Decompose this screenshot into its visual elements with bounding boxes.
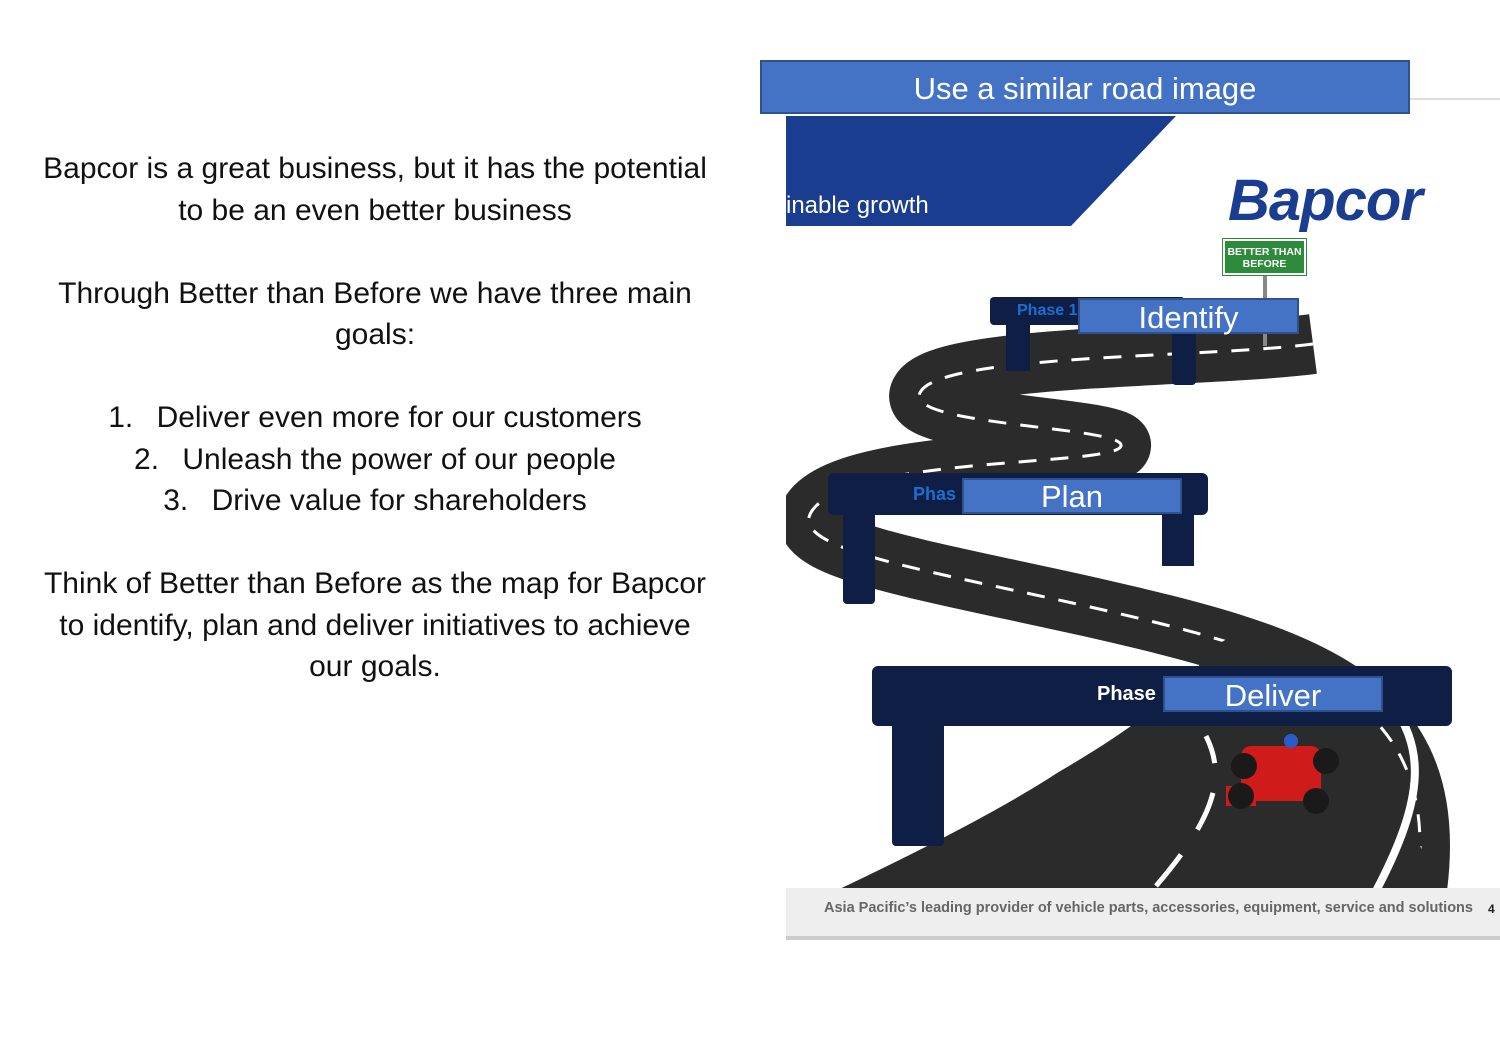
header-banner <box>786 116 1176 226</box>
sign-line-1: BETTER THAN <box>1227 246 1302 258</box>
goal-item: 1. Deliver even more for our customers <box>20 397 730 439</box>
bapcor-logo: Bapcor <box>1228 168 1423 233</box>
intro-line-2: to be an even better business <box>178 193 572 227</box>
goal-item: 2. Unleash the power of our people <box>20 439 730 481</box>
intro-line-1: Bapcor is a great business, but it has t… <box>43 152 707 185</box>
banner-text: inable growth <box>786 192 929 219</box>
goal-text: Drive value for shareholders <box>211 484 587 517</box>
better-than-before-sign: BETTER THAN BEFORE <box>1222 238 1307 276</box>
sign-line-2: BEFORE <box>1242 258 1287 270</box>
phase-1-label: Phase 1 <box>1017 302 1078 319</box>
goal-text: Deliver even more for our customers <box>156 401 642 434</box>
road-slide-image <box>786 96 1500 942</box>
goals-intro-2: goals: <box>334 318 416 351</box>
phase-2-label: Phas <box>913 484 957 504</box>
slide-footer: Asia Pacific’s leading provider of vehic… <box>824 900 1473 916</box>
footer-band <box>786 888 1500 938</box>
road-centre-line <box>807 342 1422 897</box>
goal-item: 3. Drive value for shareholders <box>20 480 730 522</box>
slide-page-number: 4 <box>1488 902 1495 916</box>
goals-list: 1. Deliver even more for our customers 2… <box>20 397 730 522</box>
goal-number: 2. <box>134 442 160 476</box>
goal-number: 3. <box>163 484 189 517</box>
plan-box: Plan <box>962 478 1182 514</box>
identify-box: Identify <box>1078 298 1299 335</box>
road-image-note: Use a similar road image <box>760 60 1410 114</box>
goal-text: Unleash the power of our people <box>182 442 616 476</box>
phase-3-label: Phase <box>1097 683 1156 705</box>
goal-number: 1. <box>108 401 134 434</box>
deliver-box: Deliver <box>1163 676 1383 713</box>
intro-text: Bapcor is a great business, but it has t… <box>20 148 730 688</box>
closing-line-2: to identify, plan and deliver initiative… <box>59 608 691 642</box>
race-car-icon <box>1226 734 1339 814</box>
closing-line-3: our goals. <box>309 650 441 683</box>
goals-intro-1: Through Better than Before we have three… <box>58 276 692 310</box>
closing-line-1: Think of Better than Before as the map f… <box>43 567 707 600</box>
